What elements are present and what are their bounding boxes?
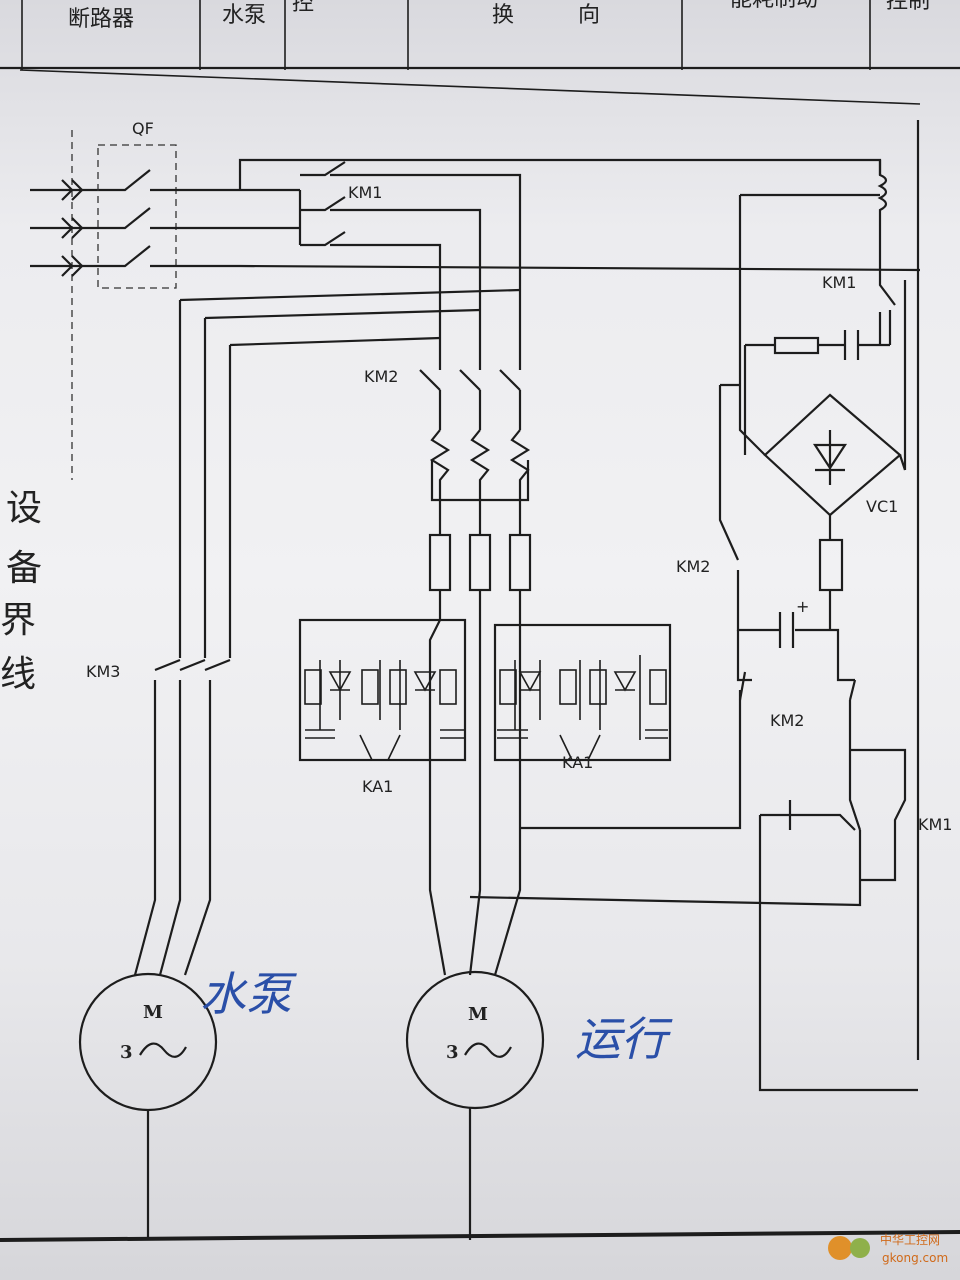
svg-text:KM2: KM2 [770, 711, 804, 730]
svg-text:KA1: KA1 [362, 777, 393, 796]
header-cell-breaker: 断路器 [68, 7, 134, 32]
svg-text:KM3: KM3 [86, 662, 120, 681]
incoming-supply-arrows [30, 179, 100, 277]
svg-text:线: 线 [0, 654, 36, 695]
svg-text:KM2: KM2 [676, 557, 710, 576]
svg-text:M: M [468, 1004, 488, 1025]
svg-text:设: 设 [6, 488, 42, 529]
header-cell-control: 控 [292, 0, 314, 16]
svg-text:3: 3 [120, 1042, 133, 1063]
braking-circuit: KM1 VC1 KM2 + KM2 KM1 [676, 160, 952, 1092]
svg-text:备: 备 [6, 548, 42, 589]
breaker-qf: QF [97, 119, 240, 289]
contactor-km1: KM1 [298, 161, 522, 280]
header-cell-pump: 水泵 [222, 3, 266, 28]
contactor-km2-main: KM2 [364, 367, 522, 430]
header-cell-reverse-1: 换 [492, 3, 514, 28]
motor-pump: M 3 [78, 972, 218, 1240]
svg-text:KM1: KM1 [918, 815, 952, 834]
motor2-feed [428, 619, 862, 976]
header-cell-reverse-2: 向 [578, 3, 600, 28]
ground-line [0, 1230, 960, 1242]
svg-text:M: M [143, 1002, 163, 1023]
main-bus [238, 158, 921, 272]
boundary-label: 设 备 界 线 [0, 488, 42, 695]
header-table: 断路器 水泵 控 换 向 能耗制动 控制 [0, 0, 960, 105]
svg-text:3: 3 [446, 1042, 459, 1063]
svg-text:gkong.com: gkong.com [882, 1251, 948, 1265]
svg-text:KM1: KM1 [348, 183, 382, 202]
svg-text:KM1: KM1 [822, 273, 856, 292]
svg-text:界: 界 [0, 600, 36, 641]
svg-text:KA1: KA1 [562, 753, 593, 772]
svg-text:QF: QF [132, 119, 154, 138]
handwritten-pump: 水泵 [200, 967, 297, 1021]
svg-text:KM2: KM2 [364, 367, 398, 386]
handwritten-run: 运行 [575, 1012, 673, 1066]
contactor-km3: KM3 [86, 640, 232, 976]
motor-run: M 3 [405, 970, 545, 1240]
header-cell-braking: 能耗制动 [730, 0, 818, 12]
distribution-lines [178, 280, 522, 640]
header-cell-control-2: 控制 [886, 0, 930, 14]
svg-text:+: + [796, 597, 809, 616]
relay-ka1-left: KA1 [298, 618, 467, 796]
relay-ka1-right: KA1 [493, 623, 672, 772]
watermark: 中华工控网 gkong.com [828, 1232, 948, 1265]
fuses [428, 500, 532, 630]
svg-text:VC1: VC1 [866, 497, 898, 516]
thermal-relays [429, 429, 531, 502]
svg-text:中华工控网: 中华工控网 [880, 1232, 940, 1247]
